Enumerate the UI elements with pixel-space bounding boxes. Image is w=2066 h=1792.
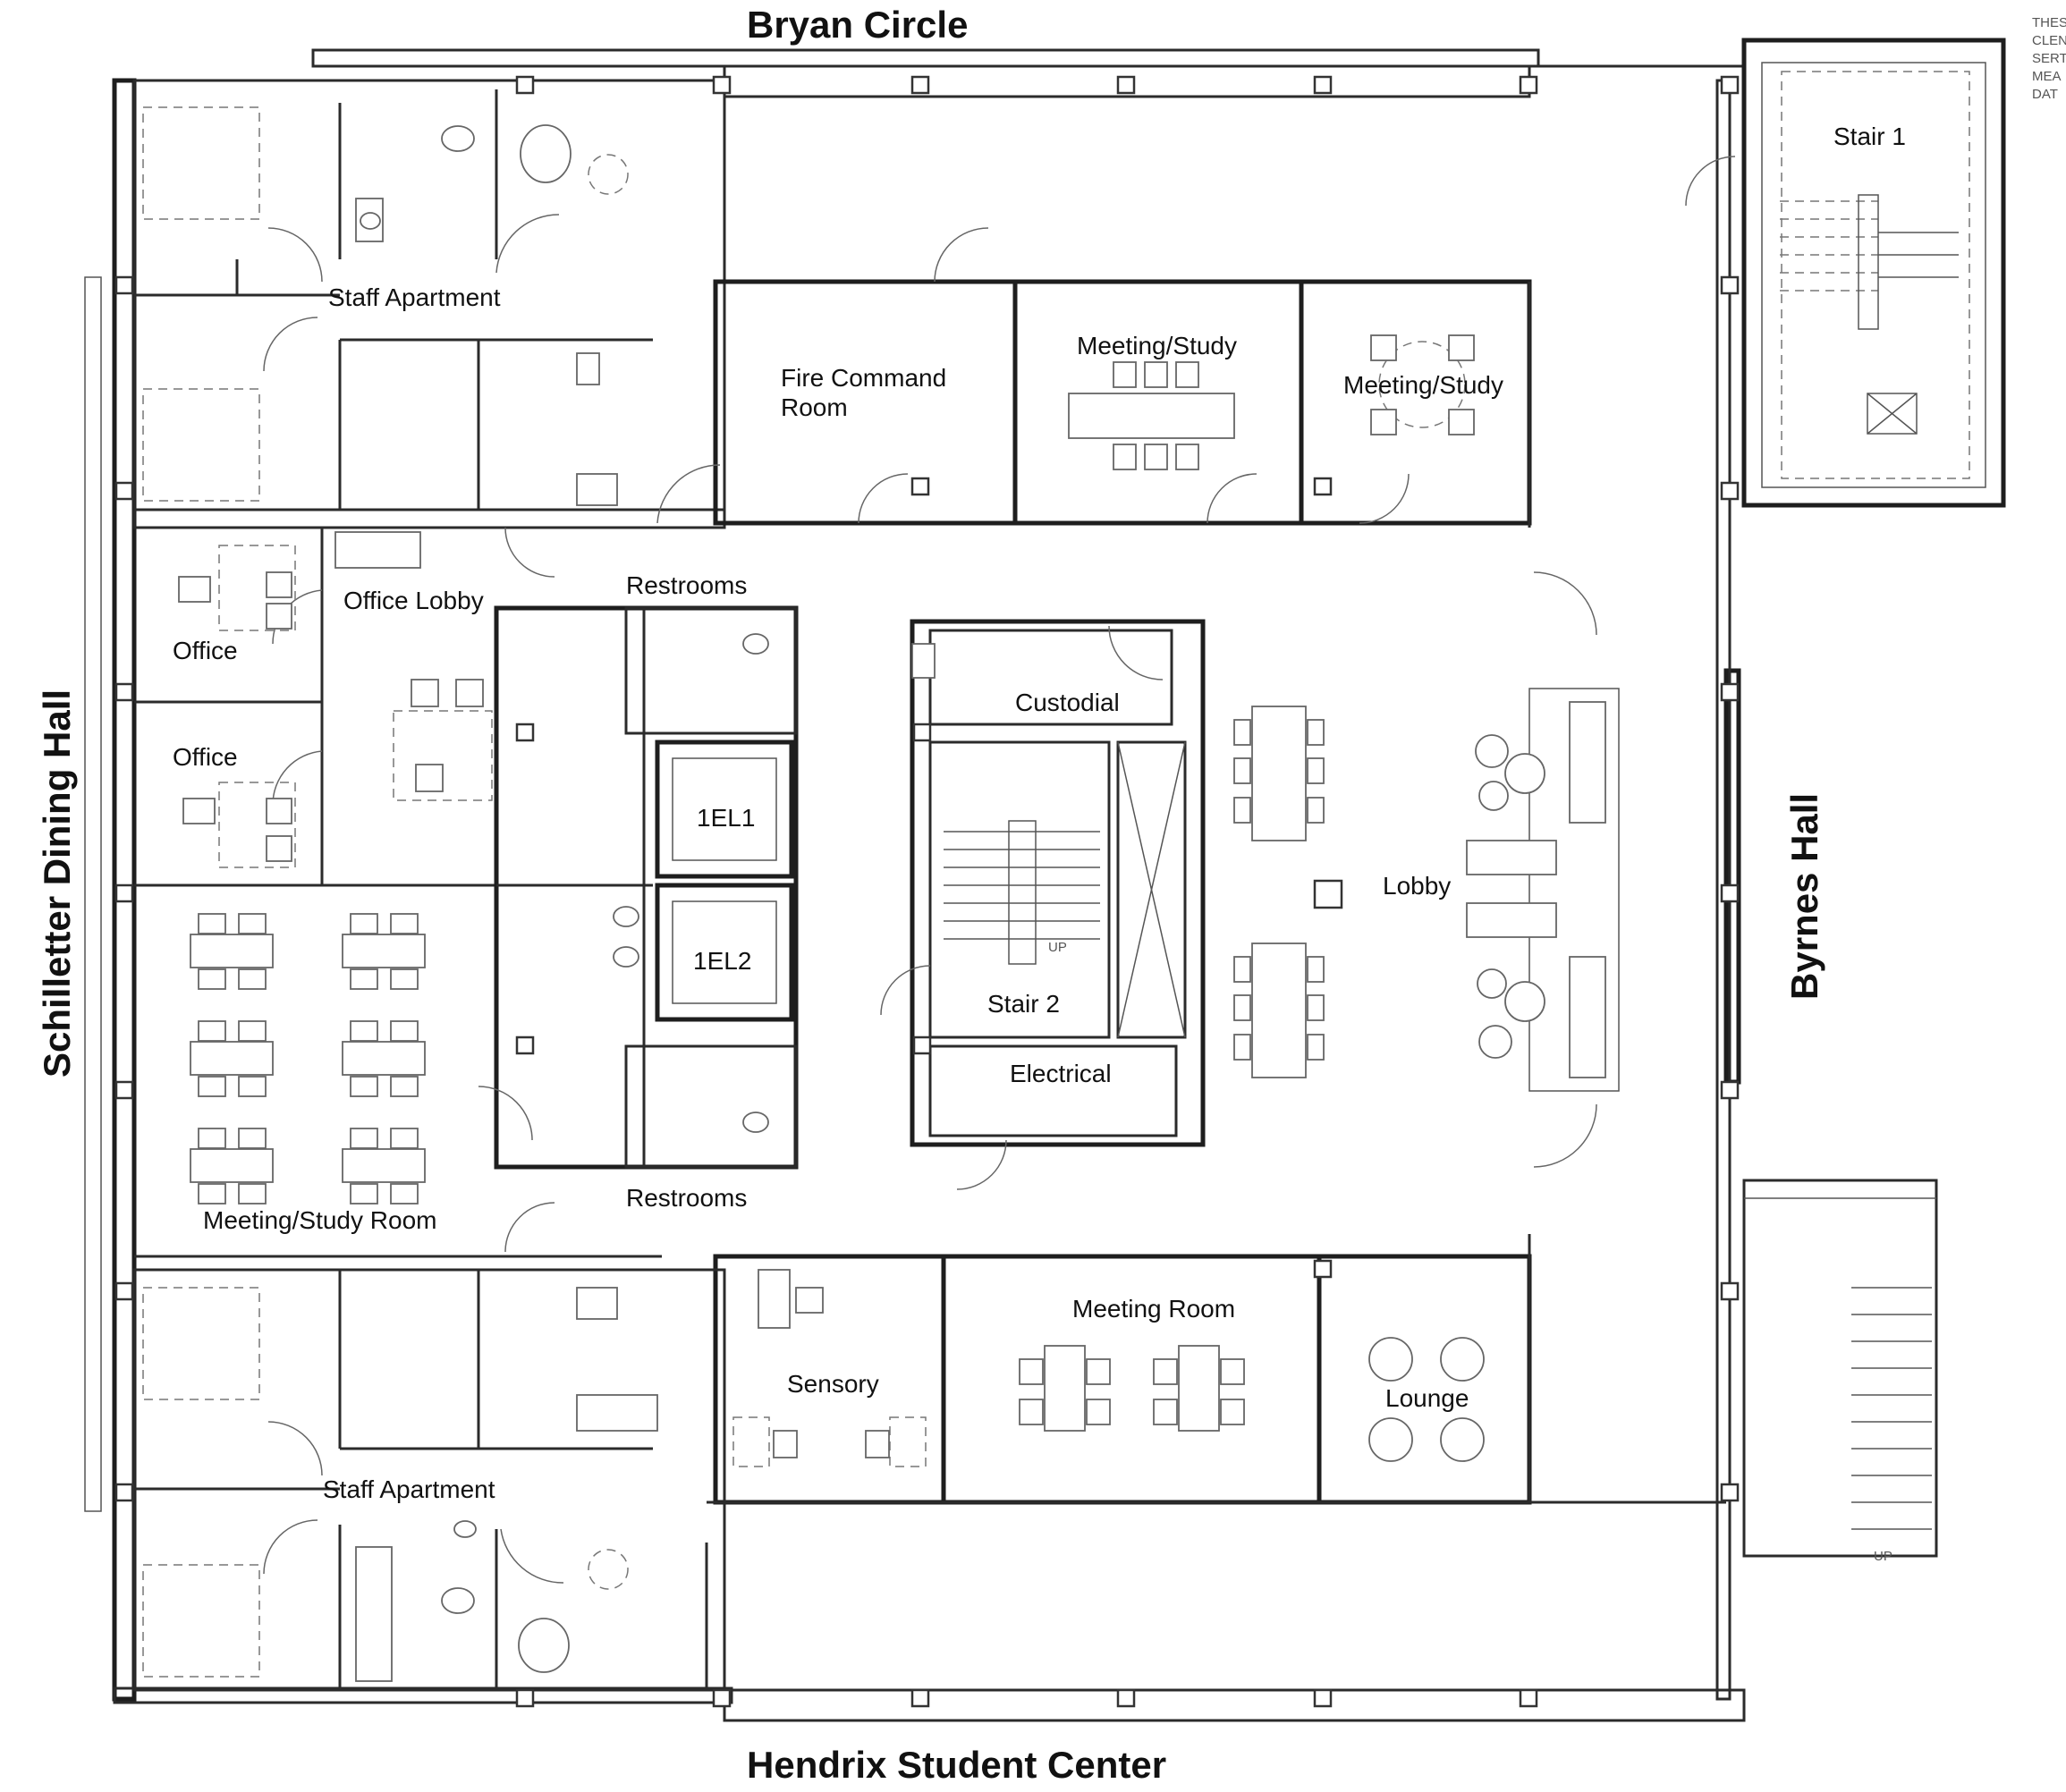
room-label-fire-command-line-1: Fire Command — [781, 364, 946, 392]
room-label-meeting-study-room: Meeting/Study Room — [203, 1206, 436, 1234]
corner-note-line: CLEN — [2032, 33, 2066, 48]
street-west-label: Schilletter Dining Hall — [36, 689, 78, 1078]
street-east-label: Byrnes Hall — [1783, 793, 1825, 1000]
room-label-restrooms-north: Restrooms — [626, 571, 747, 599]
room-label-stair-1: Stair 1 — [1833, 123, 1906, 150]
room-label-lounge: Lounge — [1385, 1384, 1469, 1412]
furniture — [142, 106, 1620, 1682]
corner-note: THES CLEN SERT MEA DAT — [2032, 15, 2066, 102]
street-north-label: Bryan Circle — [747, 4, 968, 46]
room-label-custodial: Custodial — [1015, 689, 1120, 716]
room-label-restrooms-south: Restrooms — [626, 1184, 747, 1212]
structural-columns — [114, 75, 1740, 1708]
corner-note-line: THES — [2032, 15, 2066, 30]
corner-note-line: MEA — [2032, 69, 2062, 84]
room-label-office-1: Office — [173, 637, 238, 664]
street-south-label: Hendrix Student Center — [747, 1744, 1166, 1786]
room-label-elevator-1: 1EL1 — [697, 804, 755, 832]
room-label-meeting-study-2: Meeting/Study — [1343, 371, 1503, 399]
room-label-meeting-study-1: Meeting/Study — [1077, 332, 1237, 359]
room-label-staff-apartment-north: Staff Apartment — [328, 283, 501, 311]
room-label-meeting-room: Meeting Room — [1072, 1295, 1235, 1323]
up-mark-exterior-stair: UP — [1874, 1549, 1892, 1564]
up-mark-stair-2: UP — [1048, 940, 1067, 955]
corner-note-line: DAT — [2032, 87, 2058, 102]
room-label-electrical: Electrical — [1010, 1060, 1112, 1087]
room-label-office-lobby: Office Lobby — [343, 587, 484, 614]
door-swings — [263, 156, 1736, 1584]
corner-note-line: SERT — [2032, 51, 2066, 66]
room-label-sensory: Sensory — [787, 1370, 879, 1398]
room-label-fire-command-line-2: Room — [781, 393, 848, 421]
room-label-elevator-2: 1EL2 — [693, 947, 751, 975]
stair-treads — [944, 194, 1959, 1530]
room-label-lobby: Lobby — [1383, 872, 1451, 900]
room-label-office-2: Office — [173, 743, 238, 771]
room-label-staff-apartment-south: Staff Apartment — [323, 1475, 495, 1503]
room-label-stair-2: Stair 2 — [987, 990, 1060, 1018]
